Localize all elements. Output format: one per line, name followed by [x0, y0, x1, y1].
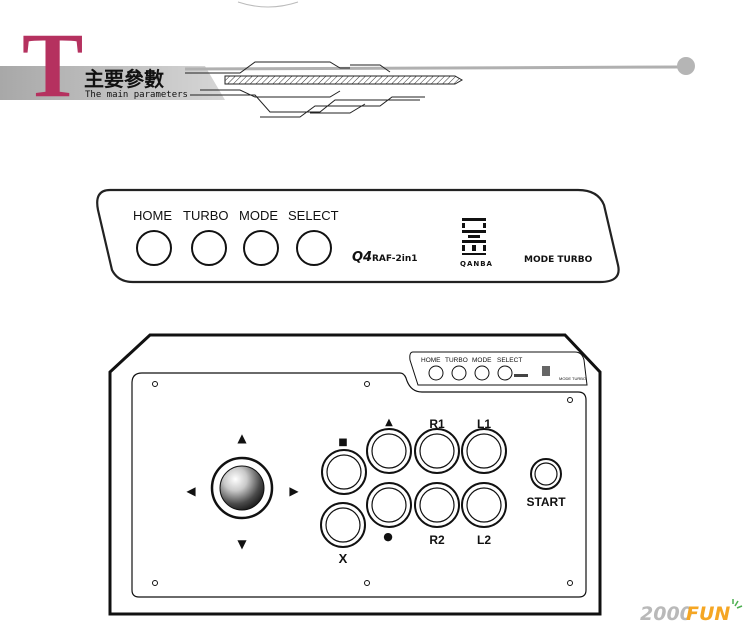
r2-label: R2: [429, 533, 445, 547]
header-title: 主要參數: [84, 67, 164, 91]
l2-label: L2: [477, 533, 491, 547]
mini-mode-turbo-label: MODE TURBO: [559, 376, 586, 381]
watermark-text-a: 2000: [640, 603, 693, 625]
dpad-down-arrow: ▼: [237, 537, 247, 551]
action-buttons: [320, 428, 507, 548]
mini-select-button[interactable]: [497, 365, 513, 381]
cross-label: X: [339, 551, 348, 566]
model-prefix: Q4: [352, 250, 372, 265]
square-button[interactable]: [321, 449, 367, 495]
mini-select-label: SELECT: [497, 357, 522, 364]
panel-function-buttons: HOME TURBO MODE SELECT: [133, 208, 339, 266]
header-subtitle: The main parameters: [85, 90, 188, 100]
r1-button[interactable]: [414, 428, 460, 474]
mini-control-panel: HOME TURBO MODE SELECT MODE TURBO: [409, 351, 588, 386]
circuit-decoration: [184, 61, 681, 118]
r1-label: R1: [429, 417, 445, 431]
header-line-end-dot: [677, 57, 695, 75]
l1-button[interactable]: [461, 428, 507, 474]
turbo-button[interactable]: [191, 230, 227, 266]
l2-button[interactable]: [461, 482, 507, 528]
header-band: [0, 66, 225, 100]
mini-home-button[interactable]: [428, 365, 444, 381]
mini-mode-label: MODE: [472, 357, 492, 364]
sparkle-icon: [732, 599, 743, 609]
turbo-label: TURBO: [183, 208, 229, 223]
start-label: START: [526, 495, 566, 509]
r2-button[interactable]: [414, 482, 460, 528]
mode-label: MODE: [239, 208, 278, 223]
mini-turbo-label: TURBO: [445, 357, 468, 364]
joystick-ball[interactable]: [219, 465, 265, 511]
button-panel-closeup: HOME TURBO MODE SELECT Q4 RAF-2in1 QANBA…: [96, 188, 620, 284]
mini-mode-button[interactable]: [474, 365, 490, 381]
select-label: SELECT: [288, 208, 339, 223]
watermark-logo: 2000 FUN: [640, 599, 743, 625]
mini-model-logo: [514, 374, 528, 377]
watermark-text-b: FUN: [686, 603, 730, 625]
circle-label: ●: [383, 530, 393, 543]
circle-button[interactable]: [366, 482, 412, 528]
home-label: HOME: [133, 208, 172, 223]
cross-button[interactable]: [320, 502, 366, 548]
square-label: ■: [338, 437, 347, 448]
qanba-logo: [462, 218, 486, 255]
l1-label: L1: [477, 417, 491, 431]
dpad-right-arrow: ▶: [289, 484, 299, 498]
mode-turbo-label: MODE TURBO: [524, 255, 593, 265]
header-logo-letter: T: [22, 14, 83, 116]
mini-turbo-button[interactable]: [451, 365, 467, 381]
mode-button[interactable]: [243, 230, 279, 266]
section-header: T 主要參數 The main parameters: [0, 1, 695, 118]
arcade-stick-top-view: HOME TURBO MODE SELECT MODE TURBO ▲: [108, 333, 602, 616]
top-arc-decoration: [237, 1, 299, 8]
joystick[interactable]: [210, 456, 274, 520]
mini-brand-logo: [542, 366, 550, 376]
triangle-label: ▲: [385, 417, 393, 428]
dpad-up-arrow: ▲: [237, 431, 247, 445]
mini-home-label: HOME: [421, 357, 441, 364]
screw-holes: [152, 381, 573, 586]
select-button[interactable]: [296, 230, 332, 266]
home-button[interactable]: [136, 230, 172, 266]
brand-name: QANBA: [460, 260, 493, 268]
start-button[interactable]: [530, 458, 562, 490]
model-name: RAF-2in1: [372, 254, 418, 264]
dpad-left-arrow: ◀: [186, 484, 196, 498]
panel-outline: [96, 188, 620, 284]
triangle-button[interactable]: [366, 428, 412, 474]
